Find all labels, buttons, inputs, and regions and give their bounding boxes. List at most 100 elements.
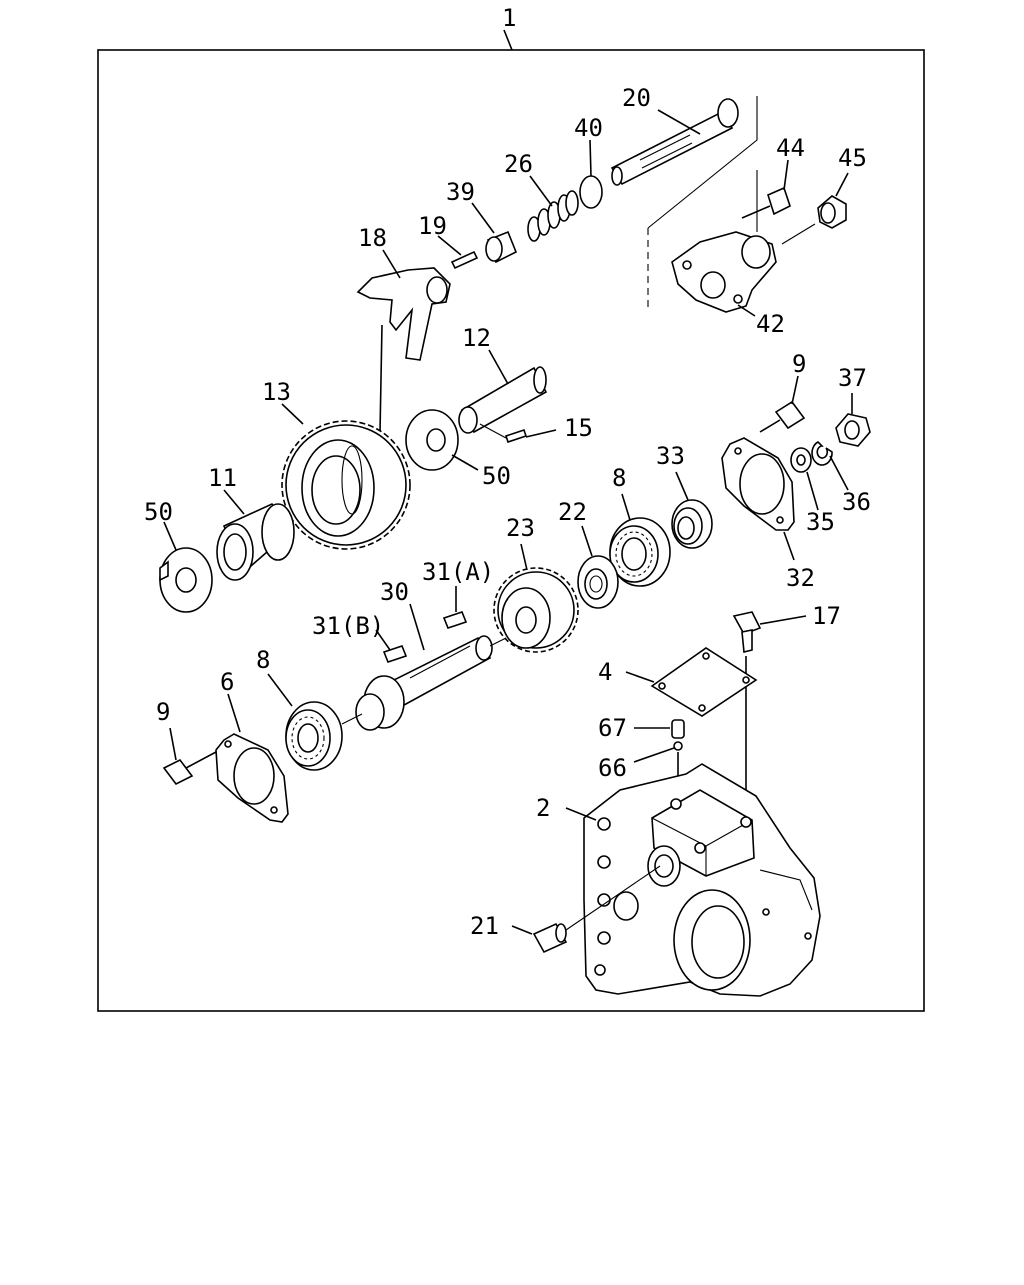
dowel-21	[532, 922, 568, 954]
shift-rod-20	[610, 98, 739, 186]
callout-17: 17	[812, 602, 841, 630]
leader-9-upper	[791, 375, 799, 405]
leader-1	[503, 29, 513, 51]
leader-44	[783, 159, 789, 191]
callout-2: 2	[536, 794, 550, 822]
callout-39: 39	[446, 178, 475, 206]
leader-17	[759, 615, 807, 625]
leader-66	[633, 747, 675, 763]
leader-12	[488, 349, 509, 385]
leader-42	[737, 304, 756, 317]
leader-39	[471, 202, 495, 234]
leader-11	[223, 489, 245, 515]
bearing-8-upper	[609, 517, 671, 587]
thrust-washer-50-upper	[405, 409, 459, 471]
leader-33	[675, 471, 689, 501]
bushing-11	[216, 502, 295, 581]
axis-line-45	[781, 223, 816, 245]
shaft-12	[458, 366, 548, 434]
bolt-44	[741, 186, 791, 219]
callout-13: 13	[262, 378, 291, 406]
axis-line-21	[565, 865, 661, 931]
ball-66	[673, 741, 683, 751]
assembly-frame	[97, 49, 925, 1012]
leader-50-lower	[163, 521, 177, 551]
leader-6	[227, 693, 241, 733]
nut-45	[817, 195, 847, 229]
callout-45: 45	[838, 144, 867, 172]
leader-4	[625, 671, 655, 683]
bolt-9-upper	[759, 400, 806, 433]
pin-19	[450, 250, 479, 270]
cover-plate-6	[215, 733, 289, 823]
washer-35	[790, 447, 812, 473]
leader-45	[835, 172, 849, 197]
bracket-42	[671, 231, 777, 313]
callout-6: 6	[220, 668, 234, 696]
leader-19	[437, 235, 462, 256]
leader-13	[281, 403, 304, 425]
callout-26: 26	[504, 150, 533, 178]
callout-8-lower: 8	[256, 646, 270, 674]
o-ring-40	[579, 175, 603, 209]
seal-33	[671, 499, 713, 549]
leader-36	[829, 455, 849, 491]
leader-21	[511, 925, 533, 935]
callout-1: 1	[502, 4, 516, 32]
callout-36: 36	[842, 488, 871, 516]
bearing-8-lower	[285, 701, 343, 771]
assembly-line-fork	[379, 324, 383, 433]
callout-32: 32	[786, 564, 815, 592]
callout-35: 35	[806, 508, 835, 536]
leader-15	[525, 429, 557, 438]
callout-40: 40	[574, 114, 603, 142]
callout-33: 33	[656, 442, 685, 470]
shaft-30	[355, 635, 507, 731]
thrust-washer-50-lower	[159, 547, 213, 613]
key-31b	[382, 645, 408, 663]
callout-22: 22	[558, 498, 587, 526]
leader-18	[382, 249, 401, 279]
callout-11: 11	[208, 464, 237, 492]
callout-37: 37	[838, 364, 867, 392]
callout-50-upper: 50	[482, 462, 511, 490]
gasket-4	[650, 647, 758, 717]
callout-12: 12	[462, 324, 491, 352]
callout-20: 20	[622, 84, 651, 112]
callout-18: 18	[358, 224, 387, 252]
leader-32	[783, 531, 795, 561]
nut-37	[835, 413, 871, 447]
leader-40	[589, 139, 592, 177]
callout-9-lower: 9	[156, 698, 170, 726]
callout-21: 21	[470, 912, 499, 940]
assembly-box-top	[647, 96, 758, 229]
callout-4: 4	[598, 658, 612, 686]
key-31a	[442, 611, 468, 629]
spring-26	[527, 190, 579, 242]
shift-fork-18	[356, 267, 451, 361]
callout-30: 30	[380, 578, 409, 606]
leader-50-upper	[451, 454, 479, 471]
callout-31a: 31(A)	[422, 558, 494, 586]
callout-23: 23	[506, 514, 535, 542]
cover-plate-32	[721, 437, 795, 531]
callout-19: 19	[418, 212, 447, 240]
leader-8-lower	[267, 673, 293, 707]
leader-20	[657, 109, 701, 135]
axis-line-15	[479, 423, 507, 439]
bearing-22	[577, 555, 619, 609]
gear-23	[493, 567, 579, 653]
bolt-9-lower	[162, 751, 217, 786]
leader-22	[581, 525, 593, 557]
leader-35	[806, 471, 819, 511]
callout-15: 15	[564, 414, 593, 442]
plug-67	[671, 719, 685, 739]
callout-42: 42	[756, 310, 785, 338]
leader-9-lower	[169, 727, 177, 761]
lock-washer-36	[811, 441, 833, 466]
leader-30	[409, 603, 425, 651]
callout-31b: 31(B)	[312, 612, 384, 640]
callout-66: 66	[598, 754, 627, 782]
